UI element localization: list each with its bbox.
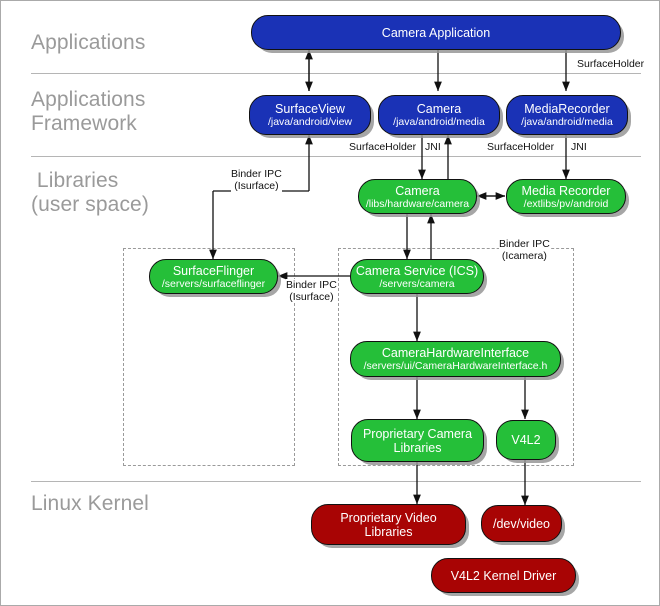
- layer-label-linux-kernel: Linux Kernel: [31, 492, 149, 515]
- edge-label-line1: SurfaceHolder: [487, 141, 555, 153]
- node-proprietary-camera-libraries[interactable]: Proprietary Camera Libraries: [351, 419, 484, 462]
- edge-label-binder-ipc-icamera: Binder IPC (Icamera): [499, 238, 550, 262]
- edge-label-line2: (Icamera): [501, 250, 547, 262]
- node-title: Camera Application: [381, 25, 491, 40]
- edge-label-line1: SurfaceHolder: [349, 141, 417, 153]
- layer-label-applications: Applications: [31, 31, 146, 54]
- divider-applications: [31, 73, 641, 74]
- edge-label-binder-ipc-isurface-top: Binder IPC (Isurface): [231, 168, 282, 192]
- node-mediarecorder[interactable]: MediaRecorder /java/android/media: [506, 95, 628, 135]
- node-dev-video[interactable]: /dev/video: [481, 505, 562, 542]
- divider-framework: [31, 156, 641, 157]
- edge-label-line1: JNI: [571, 141, 587, 153]
- node-subtitle: /servers/surfaceflinger: [161, 277, 266, 290]
- node-subtitle: /extlibs/pv/android: [523, 197, 609, 210]
- edge-label-line2: (Isurface): [234, 180, 279, 192]
- node-title: Proprietary Camera: [362, 426, 473, 441]
- node-v4l2[interactable]: V4L2: [496, 420, 556, 460]
- edge-label-binder-ipc-isurface-mid: Binder IPC (Isurface): [286, 279, 337, 303]
- edge-label-line2: (Isurface): [289, 291, 334, 303]
- node-surfaceflinger[interactable]: SurfaceFlinger /servers/surfaceflinger: [149, 259, 278, 294]
- node-title: MediaRecorder: [524, 102, 610, 116]
- edge-label-surfaceholder-camera: SurfaceHolder: [349, 141, 417, 153]
- node-surfaceview[interactable]: SurfaceView /java/android/view: [249, 95, 371, 135]
- layer-label-applications-framework: Applications Framework: [31, 88, 146, 135]
- edge-label-surfaceholder-recorder: SurfaceHolder: [487, 141, 555, 153]
- node-camerahardwareinterface[interactable]: CameraHardwareInterface /servers/ui/Came…: [350, 341, 561, 377]
- node-title: SurfaceView: [275, 102, 345, 116]
- node-title: SurfaceFlinger: [172, 263, 255, 278]
- node-title: Proprietary Video: [340, 510, 437, 525]
- node-subtitle: /java/android/view: [267, 116, 353, 128]
- edge-label-line1: SurfaceHolder: [577, 58, 645, 70]
- node-title: Camera Service (ICS): [355, 263, 479, 278]
- node-camera-java[interactable]: Camera /java/android/media: [378, 95, 500, 135]
- node-subtitle: Libraries: [364, 524, 413, 539]
- edge-label-line1: Binder IPC: [286, 279, 337, 291]
- node-subtitle: Libraries: [393, 440, 442, 455]
- node-title: /dev/video: [493, 516, 550, 531]
- node-v4l2-kernel-driver[interactable]: V4L2 Kernel Driver: [431, 558, 576, 593]
- node-camera-lib[interactable]: Camera /libs/hardware/camera: [358, 179, 477, 214]
- node-title: Camera: [395, 183, 440, 198]
- node-subtitle: /servers/camera: [379, 277, 455, 290]
- edge-label-surfaceholder-app: SurfaceHolder: [577, 58, 644, 70]
- node-media-recorder-lib[interactable]: Media Recorder /extlibs/pv/android: [506, 179, 626, 214]
- node-title: Media Recorder: [521, 183, 611, 198]
- node-subtitle: /java/android/media: [393, 116, 485, 128]
- edge-label-line1: Binder IPC: [499, 238, 550, 250]
- node-subtitle: /libs/hardware/camera: [365, 197, 470, 210]
- node-subtitle: /java/android/media: [521, 116, 613, 128]
- node-subtitle: /servers/ui/CameraHardwareInterface.h: [363, 360, 548, 372]
- divider-kernel: [31, 481, 641, 482]
- edge-label-line1: JNI: [425, 141, 441, 153]
- node-camera-application[interactable]: Camera Application: [251, 15, 621, 50]
- node-title: Camera: [416, 102, 462, 116]
- group-surfaceflinger-process: [123, 248, 295, 466]
- edge-label-line1: Binder IPC: [231, 168, 282, 180]
- node-title: CameraHardwareInterface: [381, 346, 530, 360]
- group-camera-service-process: [338, 248, 574, 466]
- edge-label-jni-camera: JNI: [425, 141, 441, 153]
- node-camera-service[interactable]: Camera Service (ICS) /servers/camera: [350, 259, 484, 294]
- edge-label-jni-recorder: JNI: [571, 141, 587, 153]
- layer-label-libraries: Libraries (user space): [31, 169, 149, 216]
- node-title: V4L2 Kernel Driver: [450, 568, 557, 583]
- node-proprietary-video-libraries[interactable]: Proprietary Video Libraries: [311, 504, 466, 545]
- node-title: V4L2: [511, 433, 541, 447]
